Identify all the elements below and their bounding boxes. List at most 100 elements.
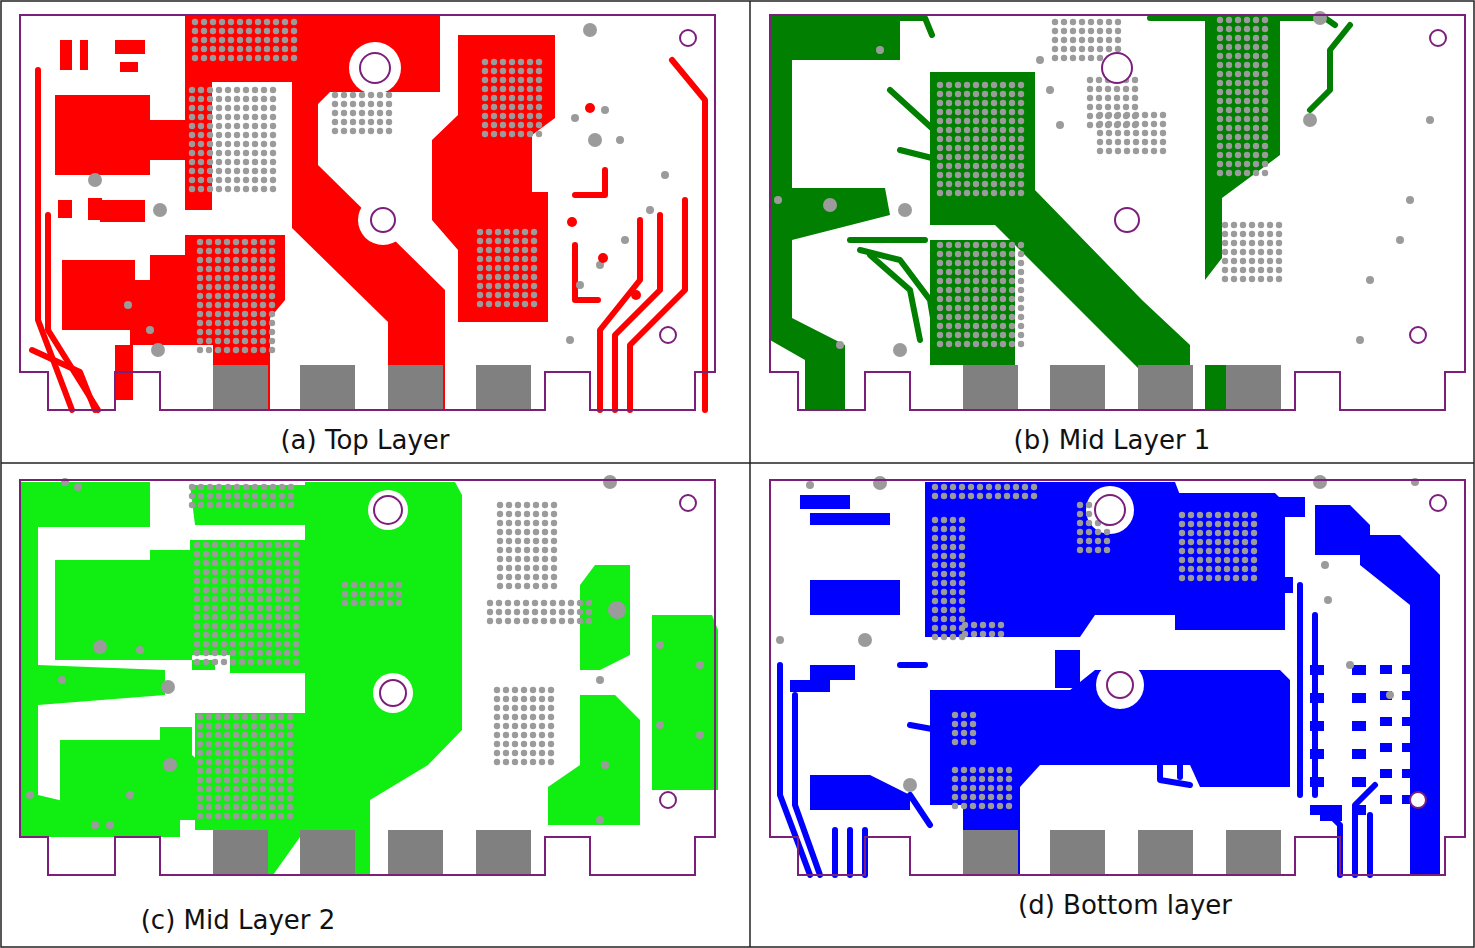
via	[696, 731, 704, 739]
via	[506, 502, 512, 508]
via	[261, 96, 267, 102]
via	[273, 28, 279, 34]
via	[341, 110, 347, 116]
via	[224, 275, 230, 281]
via	[1226, 62, 1232, 68]
via	[1217, 17, 1223, 23]
via	[278, 786, 284, 792]
via	[251, 284, 257, 290]
via	[224, 804, 230, 810]
via	[215, 813, 221, 819]
smd-pad	[1402, 717, 1414, 726]
via	[1222, 267, 1228, 273]
via	[1188, 530, 1194, 536]
via	[224, 248, 230, 254]
via	[203, 605, 209, 611]
via	[1097, 46, 1103, 52]
via	[197, 786, 203, 792]
via	[982, 332, 988, 338]
via	[233, 795, 239, 801]
via	[1258, 276, 1264, 282]
via	[342, 600, 348, 606]
via	[530, 723, 536, 729]
via	[1262, 98, 1268, 104]
via	[270, 96, 276, 102]
via	[233, 248, 239, 254]
via	[216, 484, 222, 490]
via	[146, 326, 154, 334]
via	[946, 82, 952, 88]
via	[266, 650, 272, 656]
via	[1217, 62, 1223, 68]
via	[251, 741, 257, 747]
via	[959, 484, 965, 490]
via	[959, 535, 965, 541]
via	[224, 311, 230, 317]
via	[1061, 46, 1067, 52]
via	[332, 110, 338, 116]
via	[970, 712, 976, 718]
via	[242, 239, 248, 245]
via	[242, 804, 248, 810]
via	[970, 776, 976, 782]
via	[74, 483, 82, 491]
copper-trace	[672, 60, 705, 410]
mounting-hole	[1430, 30, 1446, 46]
via	[1253, 44, 1259, 50]
via	[1233, 575, 1239, 581]
via	[224, 266, 230, 272]
via	[1253, 17, 1259, 23]
via	[221, 623, 227, 629]
via	[1215, 566, 1221, 572]
via	[201, 55, 207, 61]
via	[194, 560, 200, 566]
via	[1133, 148, 1139, 154]
edge-pad	[1050, 365, 1105, 410]
via	[588, 133, 602, 147]
via	[946, 109, 952, 115]
via	[1132, 77, 1138, 83]
via	[941, 544, 947, 550]
via	[495, 274, 501, 280]
via	[215, 777, 221, 783]
via	[932, 535, 938, 541]
via	[198, 502, 204, 508]
via	[973, 118, 979, 124]
via	[988, 785, 994, 791]
via	[932, 484, 938, 490]
via	[212, 560, 218, 566]
mounting-hole	[660, 327, 676, 343]
via	[1151, 139, 1157, 145]
via	[230, 623, 236, 629]
via	[198, 168, 204, 174]
via	[1262, 125, 1268, 131]
via	[1061, 19, 1067, 25]
via	[1262, 53, 1268, 59]
via	[1253, 26, 1259, 32]
via	[260, 741, 266, 747]
via	[482, 131, 488, 137]
via	[1233, 557, 1239, 563]
via	[266, 569, 272, 575]
via	[946, 287, 952, 293]
via	[497, 556, 503, 562]
via	[1258, 267, 1264, 273]
via	[531, 265, 537, 271]
via	[219, 55, 225, 61]
via	[487, 600, 493, 606]
via	[1313, 475, 1327, 489]
via	[497, 520, 503, 526]
via	[197, 266, 203, 272]
via	[1077, 538, 1083, 544]
via	[970, 794, 976, 800]
via	[494, 750, 500, 756]
via	[1226, 161, 1232, 167]
via	[242, 768, 248, 774]
via	[515, 574, 521, 580]
smd-pad	[1402, 691, 1414, 700]
via	[221, 587, 227, 593]
via	[1079, 19, 1085, 25]
via	[937, 136, 943, 142]
via	[1115, 121, 1121, 127]
